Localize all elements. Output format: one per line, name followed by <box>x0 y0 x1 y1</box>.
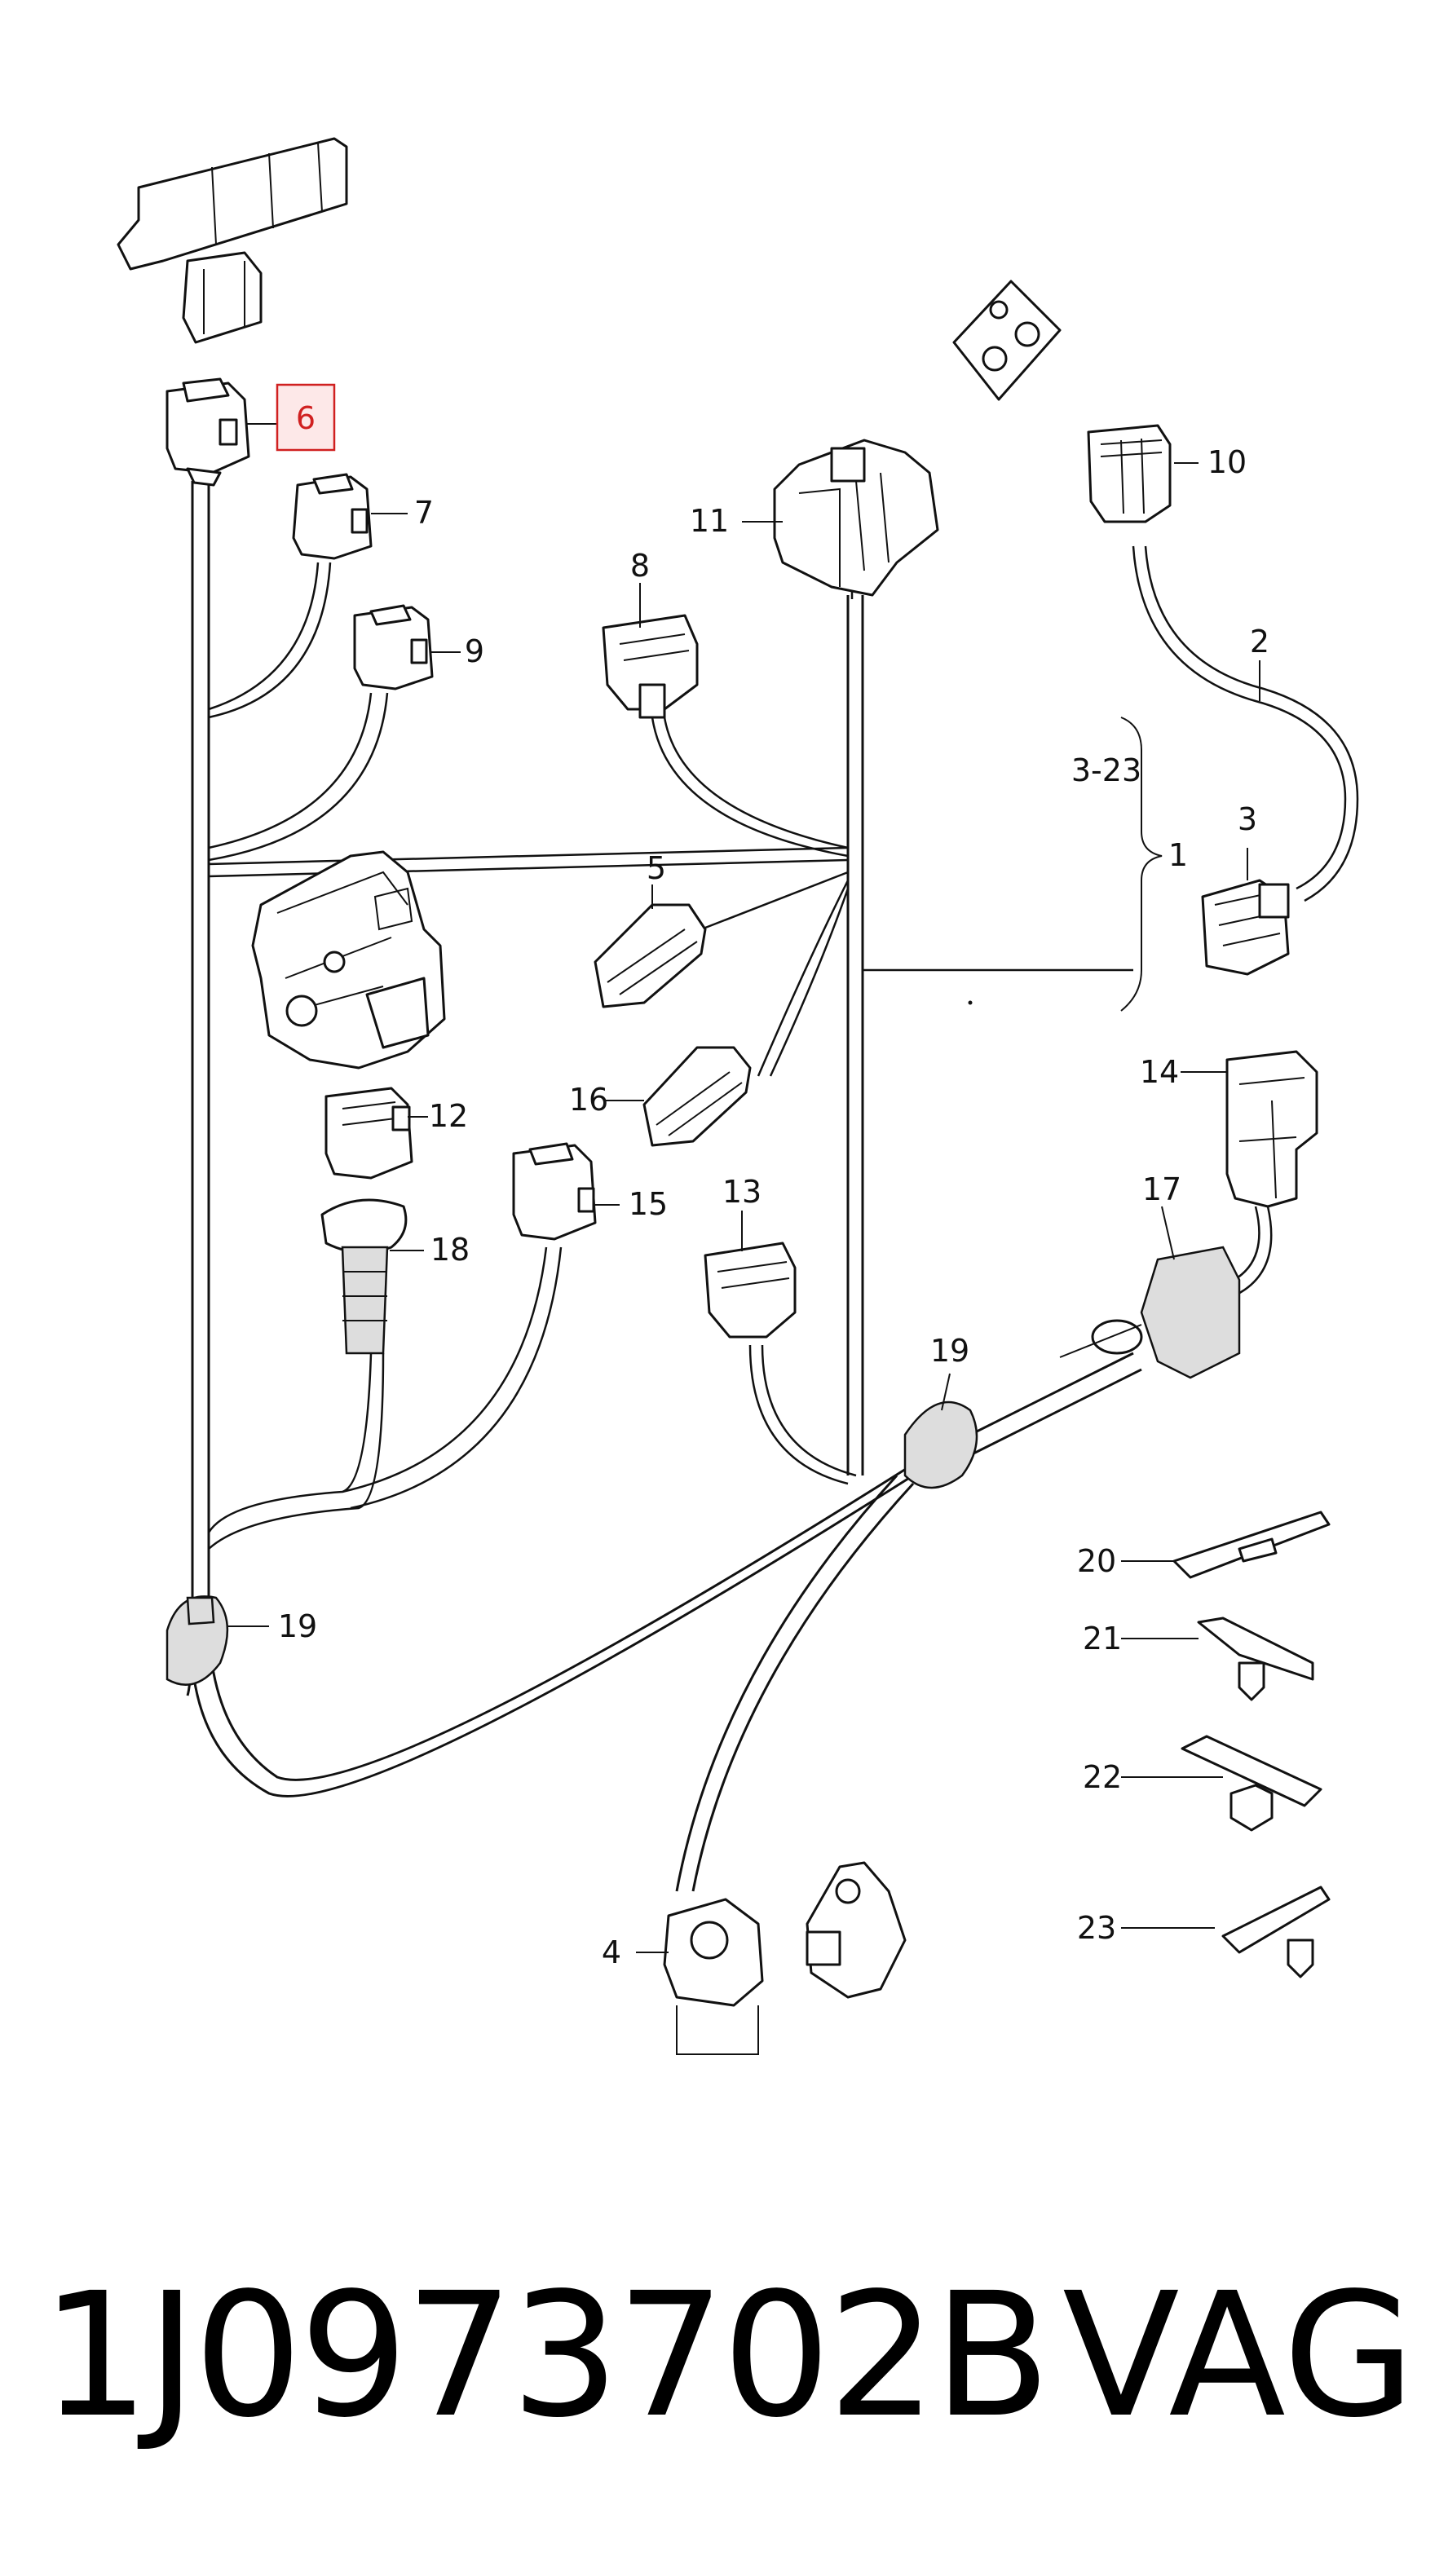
label-3-23: 3-23 <box>1071 752 1141 788</box>
label-5: 5 <box>647 850 666 886</box>
connector-16 <box>642 1046 752 1147</box>
leader-lines <box>228 423 1260 1953</box>
label-13: 13 <box>722 1174 762 1210</box>
label-16: 16 <box>569 1082 608 1118</box>
label-10: 10 <box>1207 444 1247 480</box>
door-lock <box>251 850 446 1070</box>
label-15: 15 <box>629 1186 668 1222</box>
label-6: 6 <box>296 400 316 436</box>
connector-14 <box>1225 1050 1318 1208</box>
label-23: 23 <box>1077 1910 1116 1946</box>
grommet-18 <box>320 1198 408 1355</box>
label-7: 7 <box>414 495 434 531</box>
sensor-4 <box>663 1898 764 2055</box>
label-2: 2 <box>1250 624 1269 659</box>
connector-5 <box>594 903 707 1008</box>
connector-6 <box>166 377 250 487</box>
clip-21 <box>1197 1617 1314 1701</box>
connector-3 <box>1201 879 1290 976</box>
label-4: 4 <box>602 1934 621 1970</box>
label-20: 20 <box>1077 1543 1116 1579</box>
label-12: 12 <box>429 1098 468 1134</box>
connector-12 <box>324 1087 413 1180</box>
clip-20 <box>1172 1511 1331 1579</box>
group-bracket-1 <box>968 717 1163 1012</box>
connector-10 <box>1087 424 1172 523</box>
part-number: 1J0973702B <box>41 2256 1051 2455</box>
label-1: 1 <box>1168 837 1188 873</box>
part-labels: 6 7 9 8 11 5 16 12 15 18 13 10 2 3-23 3 … <box>276 383 1269 1970</box>
label-14: 14 <box>1140 1054 1179 1090</box>
label-19-center: 19 <box>930 1333 969 1369</box>
grommet-19-center <box>903 1400 978 1489</box>
label-11: 11 <box>690 503 729 539</box>
harness-cover-panel <box>117 137 348 344</box>
label-9: 9 <box>465 633 484 669</box>
connector-13 <box>704 1242 797 1339</box>
connector-11 <box>773 439 939 597</box>
label-8: 8 <box>630 548 650 584</box>
connector-15 <box>512 1142 597 1241</box>
label-17: 17 <box>1142 1171 1181 1207</box>
gasket-piece <box>952 280 1062 401</box>
label-21: 21 <box>1083 1621 1122 1656</box>
connector-8 <box>602 614 699 719</box>
clip-22 <box>1181 1735 1322 1832</box>
wiring-harness-diagram: 6 7 9 8 11 5 16 12 15 18 13 10 2 3-23 3 … <box>117 137 1359 2055</box>
harness-wires <box>186 481 1359 1892</box>
sensor-bracket <box>806 1861 907 1999</box>
grommet-17 <box>1059 1246 1241 1379</box>
clip-23 <box>1221 1886 1331 1978</box>
label-19-left: 19 <box>278 1608 317 1644</box>
label-3: 3 <box>1238 801 1257 837</box>
label-18: 18 <box>430 1232 470 1268</box>
connector-7 <box>292 473 373 560</box>
grommet-19-left <box>166 1595 229 1686</box>
connector-9 <box>353 604 434 690</box>
label-22: 22 <box>1083 1759 1122 1795</box>
highlight-box-6 <box>276 383 336 452</box>
footer: 1J0973702B VAG <box>0 2266 1448 2446</box>
brand-name: VAG <box>1062 2256 1415 2455</box>
